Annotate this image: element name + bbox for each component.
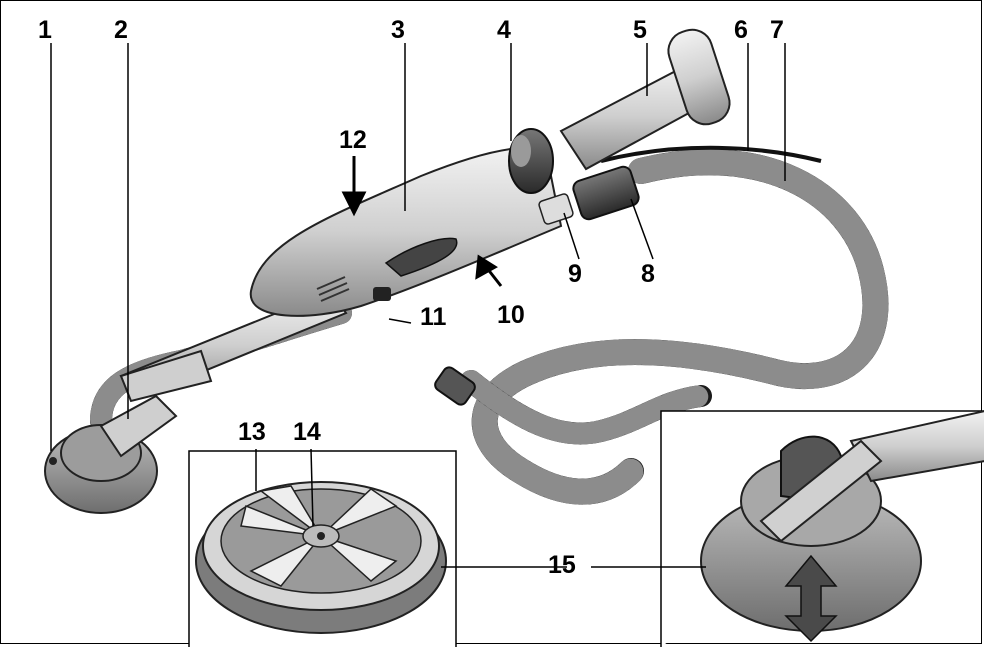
telescopic-shaft xyxy=(119,289,348,403)
on-off-switch xyxy=(373,287,391,301)
callout-3: 3 xyxy=(391,16,405,44)
callout-6: 6 xyxy=(734,16,748,44)
callout-9: 9 xyxy=(568,260,582,288)
callout-1: 1 xyxy=(38,16,52,44)
motor-housing xyxy=(249,146,563,317)
hose-end-connector xyxy=(434,366,476,406)
callout-10: 10 xyxy=(497,301,525,329)
arrow-10 xyxy=(475,254,503,287)
callout-13: 13 xyxy=(238,418,266,446)
callout-11: 11 xyxy=(420,303,447,331)
sanding-head xyxy=(44,394,178,514)
callout-15: 15 xyxy=(548,551,576,579)
callout-14: 14 xyxy=(293,418,321,446)
callout-5: 5 xyxy=(633,16,647,44)
callout-4: 4 xyxy=(497,16,511,44)
inset-sanding-plate xyxy=(188,450,457,647)
hose-connection-sleeve xyxy=(538,165,640,225)
power-cable xyxy=(600,145,822,163)
inset-head-adjustment xyxy=(660,410,984,647)
callout-12: 12 xyxy=(339,126,367,154)
speed-dial xyxy=(508,128,554,194)
callout-2: 2 xyxy=(114,16,128,44)
leader-lines xyxy=(50,43,786,568)
arrow-12 xyxy=(341,156,367,217)
callout-8: 8 xyxy=(641,260,655,288)
callout-7: 7 xyxy=(770,16,784,44)
